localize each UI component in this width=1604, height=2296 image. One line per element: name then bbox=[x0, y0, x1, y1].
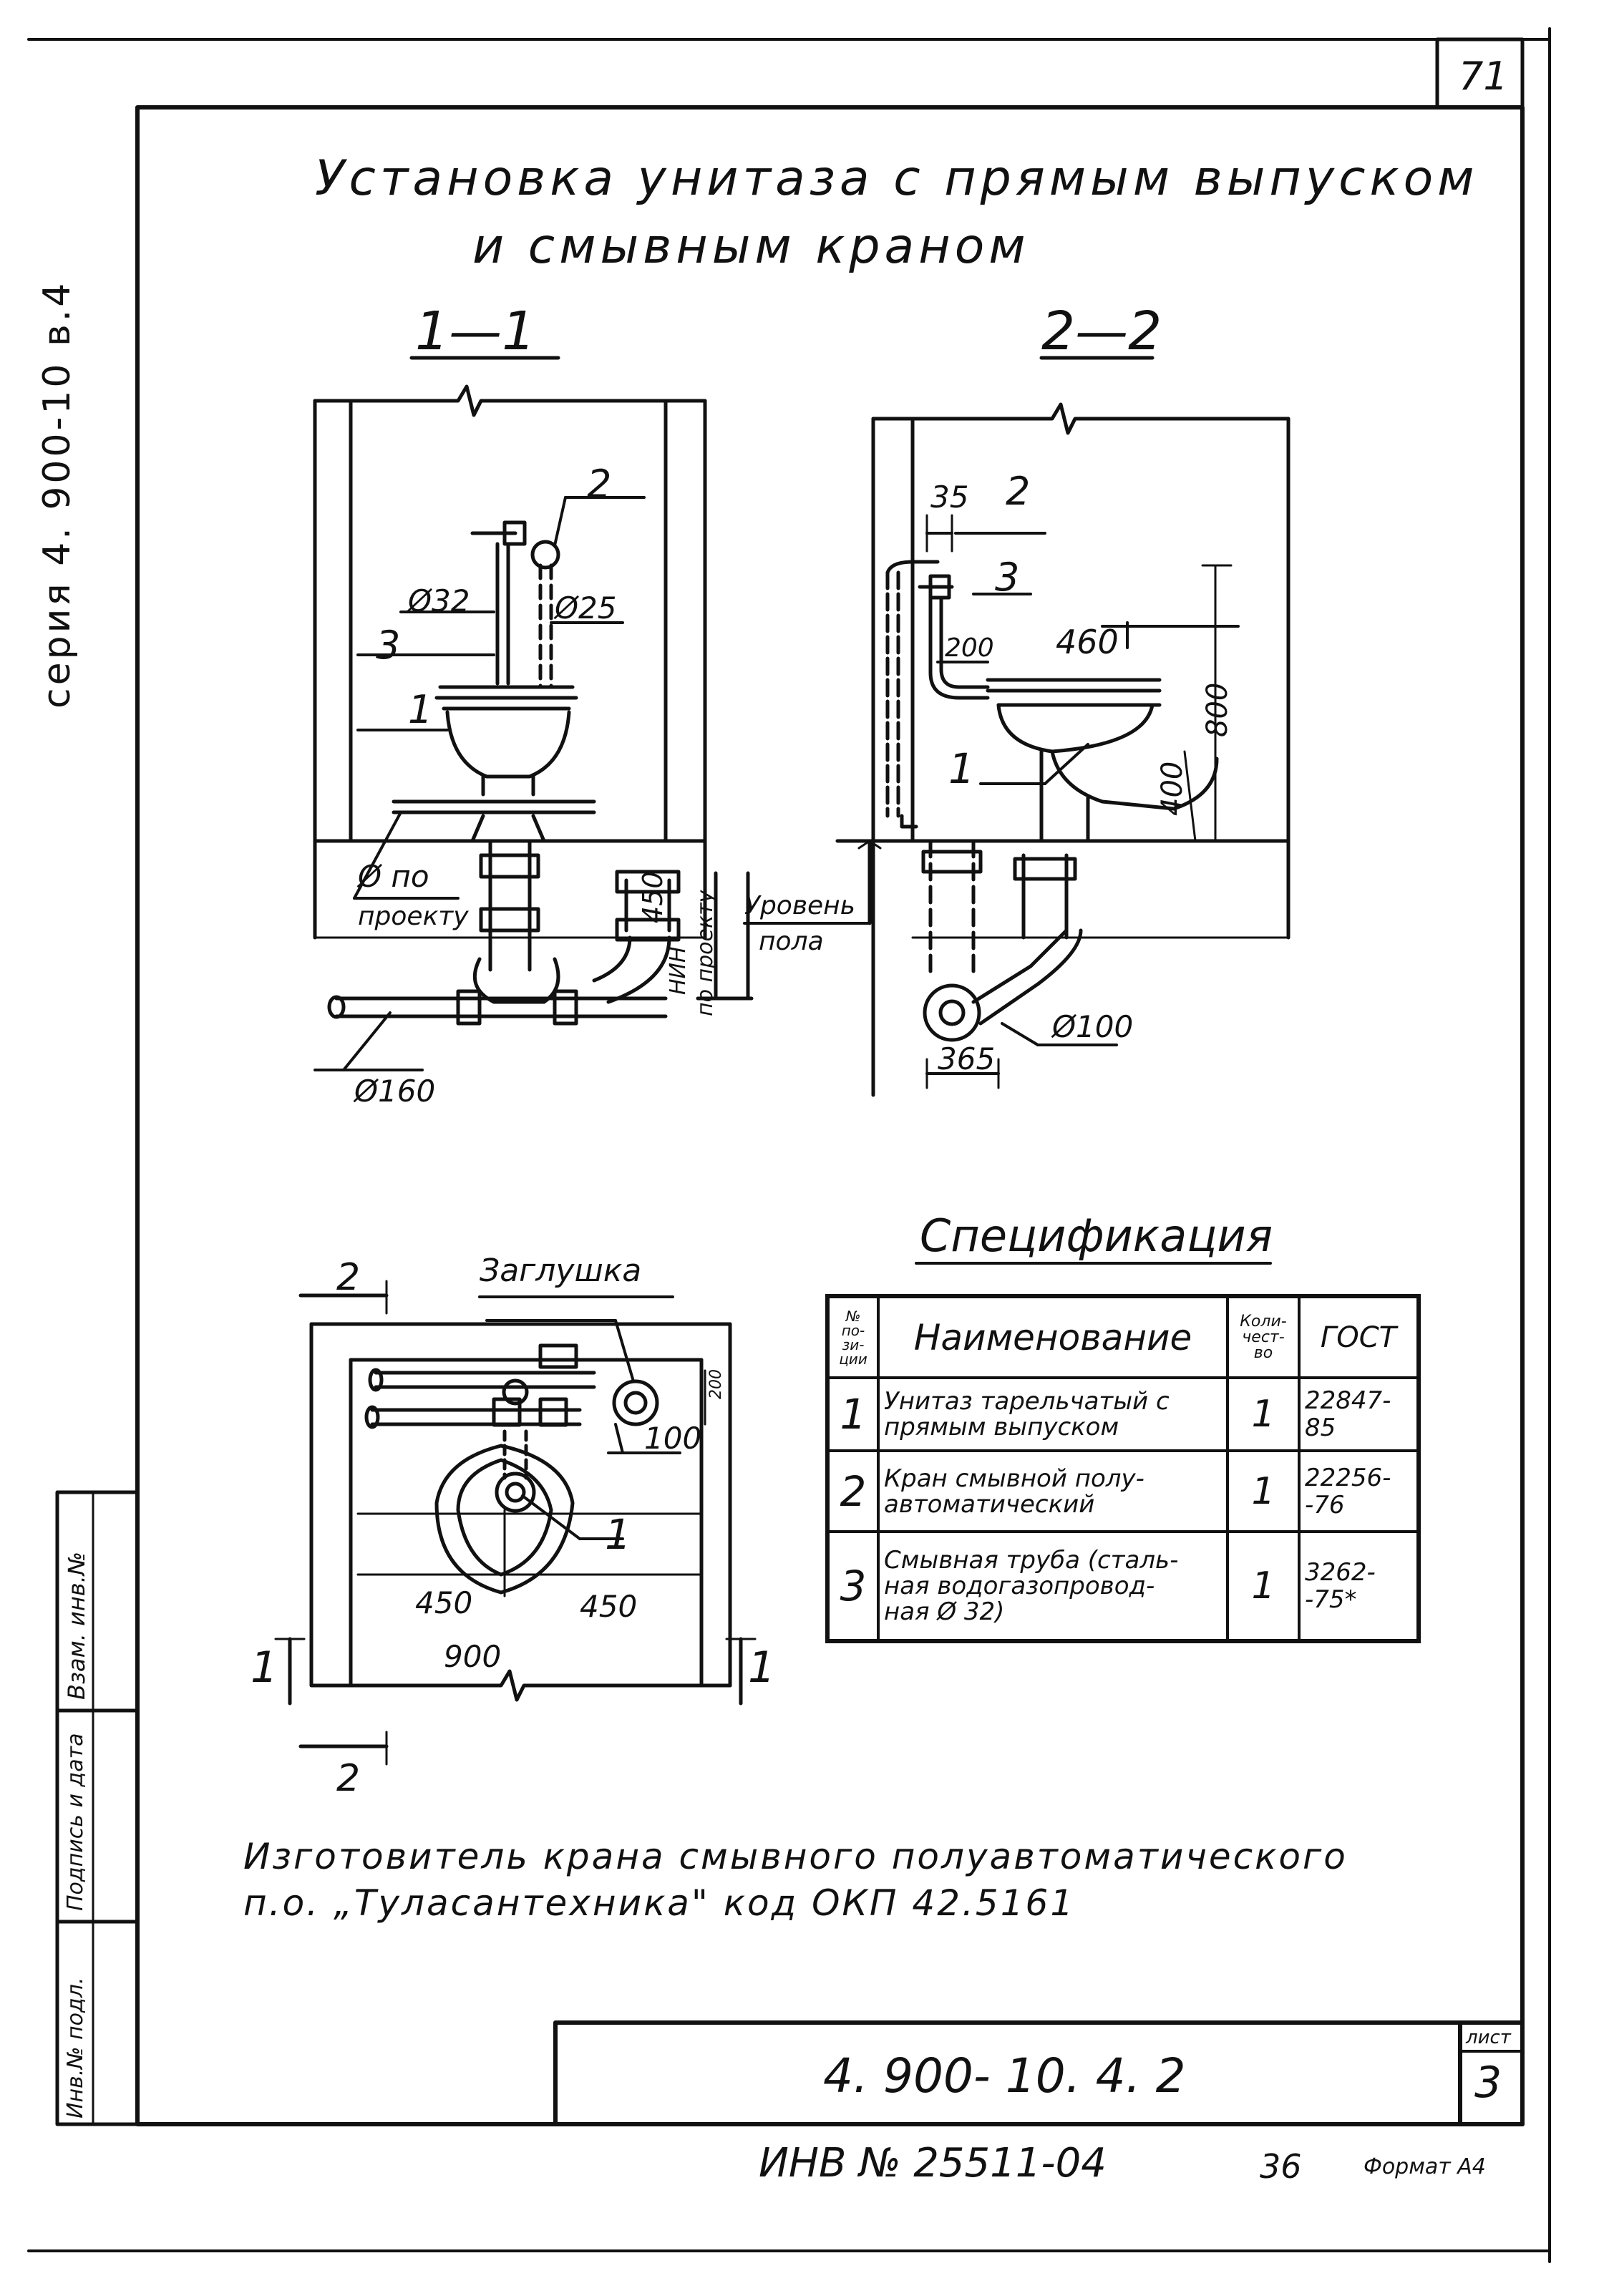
spec-header-row: № по-зи-ции Наименование Коли-чест-во ГО… bbox=[826, 1294, 1420, 1380]
spec-row-qty: 1 bbox=[1226, 1529, 1301, 1643]
plan-d100: 100 bbox=[644, 1421, 702, 1456]
section-title-1-1: 1—1 bbox=[415, 301, 536, 362]
spec-row-name-line: Кран смывной полу- bbox=[884, 1464, 1144, 1493]
series-label: серия 4. 900-10 в.4 bbox=[36, 280, 79, 709]
spec-col-gost: ГОСТ bbox=[1298, 1294, 1420, 1380]
table-row: 3 Смывная труба (сталь-ная водогазопрово… bbox=[826, 1529, 1420, 1643]
sheet-label: лист bbox=[1466, 2027, 1511, 2048]
plan-section-2-top: 2 bbox=[336, 1256, 361, 1299]
callout-2-2-d365: 365 bbox=[938, 1041, 996, 1076]
callout-2-2-d800: 800 bbox=[1201, 682, 1234, 737]
plan-section-1-right: 1 bbox=[748, 1643, 776, 1693]
callout-2-2-item-2: 2 bbox=[1006, 469, 1031, 514]
callout-2-2-floor-2: пола bbox=[759, 927, 824, 956]
spec-row-qty: 1 bbox=[1226, 1449, 1301, 1533]
callout-2-2-d400: 400 bbox=[1156, 761, 1189, 816]
callout-1-1-d32: Ø32 bbox=[408, 583, 470, 618]
spec-row-num: 2 bbox=[826, 1449, 880, 1533]
drawing-title-line-1: Установка унитаза с прямым выпуском bbox=[315, 150, 1479, 207]
spec-col-num: № по-зи-ции bbox=[826, 1294, 880, 1380]
sheet-value: 3 bbox=[1474, 2058, 1502, 2108]
callout-1-1-d25: Ø25 bbox=[555, 590, 617, 626]
callout-1-1-h-nin: НИН bbox=[666, 946, 691, 995]
sheet-number: 71 bbox=[1459, 54, 1508, 99]
callout-2-2-d200: 200 bbox=[945, 633, 994, 663]
spec-row-name-line: ная водогазопровод- bbox=[884, 1571, 1155, 1600]
drawing-title-line-2: и смывным краном bbox=[472, 218, 1030, 275]
spec-row-gost-line: 22256- bbox=[1305, 1463, 1391, 1492]
callout-1-1-d-project-1: Ø по bbox=[358, 859, 429, 894]
plan-d-small: 200 bbox=[707, 1369, 725, 1399]
callout-1-1-d-project-2: проекту bbox=[358, 902, 469, 931]
footer-format: Формат А4 bbox=[1364, 2154, 1486, 2179]
plan-item-1: 1 bbox=[605, 1510, 631, 1559]
callout-1-1-h450: 450 bbox=[637, 871, 669, 923]
callout-2-2-d460: 460 bbox=[1056, 623, 1119, 661]
spec-row-gost: 3262--75* bbox=[1298, 1529, 1420, 1643]
spec-row-name: Кран смывной полу-автоматический bbox=[877, 1449, 1229, 1533]
spec-row-gost: 22256--76 bbox=[1298, 1449, 1420, 1533]
table-row: 2 Кран смывной полу-автоматический 1 222… bbox=[826, 1449, 1420, 1533]
plan-section-2-bottom: 2 bbox=[336, 1757, 361, 1800]
spec-row-num: 1 bbox=[826, 1376, 880, 1453]
spec-row-gost-line: 22847-85 bbox=[1305, 1386, 1391, 1443]
spec-col-name: Наименование bbox=[877, 1294, 1229, 1380]
footer-page-number: 36 bbox=[1260, 2147, 1302, 2186]
callout-1-1-item-1: 1 bbox=[408, 687, 433, 732]
spec-row-name-line: автоматический bbox=[884, 1489, 1095, 1519]
plan-d900: 900 bbox=[444, 1639, 502, 1674]
callout-1-1-h-project: по проекту bbox=[693, 890, 718, 1016]
callout-2-2-item-1: 1 bbox=[948, 744, 975, 793]
spec-row-qty: 1 bbox=[1226, 1376, 1301, 1453]
drawing-frame bbox=[135, 105, 1525, 2126]
spec-table: № по-зи-ции Наименование Коли-чест-во ГО… bbox=[825, 1294, 1421, 1643]
manufacturer-note-line-2: п.о. „Туласантехника" код ОКП 42.5161 bbox=[243, 1882, 1076, 1924]
section-2-2-drawing bbox=[743, 356, 1291, 1097]
side-stamp-signature-date: Подпись и дата bbox=[63, 1733, 88, 1912]
title-block bbox=[553, 2020, 1525, 2126]
plan-section-1-left: 1 bbox=[251, 1643, 278, 1693]
plan-d450-right: 450 bbox=[580, 1589, 638, 1624]
callout-1-1-item-3: 3 bbox=[376, 623, 401, 668]
spec-row-gost: 22847-85 bbox=[1298, 1376, 1420, 1453]
plan-d450-left: 450 bbox=[415, 1585, 473, 1620]
section-title-2-2: 2—2 bbox=[1041, 301, 1162, 362]
side-stamp-replaced-inv: Взам. инв.№ bbox=[63, 1551, 90, 1700]
side-stamp-original-inv: Инв.№ подл. bbox=[63, 1977, 88, 2119]
spec-row-gost-line: -75* bbox=[1305, 1585, 1357, 1614]
spec-row-name-line: прямым выпуском bbox=[884, 1413, 1119, 1442]
spec-row-gost-line: 3262- bbox=[1305, 1557, 1376, 1587]
spec-row-num: 3 bbox=[826, 1529, 880, 1643]
spec-row-name: Смывная труба (сталь-ная водогазопровод-… bbox=[877, 1529, 1229, 1643]
callout-2-2-d35: 35 bbox=[930, 480, 969, 515]
callout-1-1-item-2: 2 bbox=[587, 462, 612, 507]
callout-2-2-d100: Ø100 bbox=[1052, 1009, 1134, 1044]
section-1-1-drawing bbox=[313, 356, 754, 1071]
inventory-number: ИНВ № 25511-04 bbox=[759, 2140, 1107, 2186]
document-code: 4. 900- 10. 4. 2 bbox=[823, 2048, 1186, 2103]
callout-2-2-item-3: 3 bbox=[995, 555, 1020, 600]
side-stamp bbox=[55, 1490, 140, 2126]
manufacturer-note-line-1: Изготовитель крана смывного полуавтомати… bbox=[243, 1836, 1348, 1877]
spec-col-qty: Коли-чест-во bbox=[1226, 1294, 1301, 1380]
callout-2-2-floor-1: Уровень bbox=[744, 891, 855, 920]
spec-row-name-line: ная Ø 32) bbox=[884, 1597, 1005, 1626]
spec-heading: Спецификация bbox=[920, 1210, 1273, 1262]
spec-row-name-line: Смывная труба (сталь- bbox=[884, 1545, 1179, 1575]
plan-view-drawing bbox=[274, 1280, 757, 1766]
callout-1-1-d160: Ø160 bbox=[354, 1074, 436, 1109]
sheet-number-cell bbox=[1435, 37, 1525, 110]
spec-row-name-line: Унитаз тарельчатый с bbox=[884, 1387, 1170, 1416]
spec-row-gost-line: -76 bbox=[1305, 1490, 1345, 1519]
plan-plug-label: Заглушка bbox=[480, 1252, 642, 1289]
